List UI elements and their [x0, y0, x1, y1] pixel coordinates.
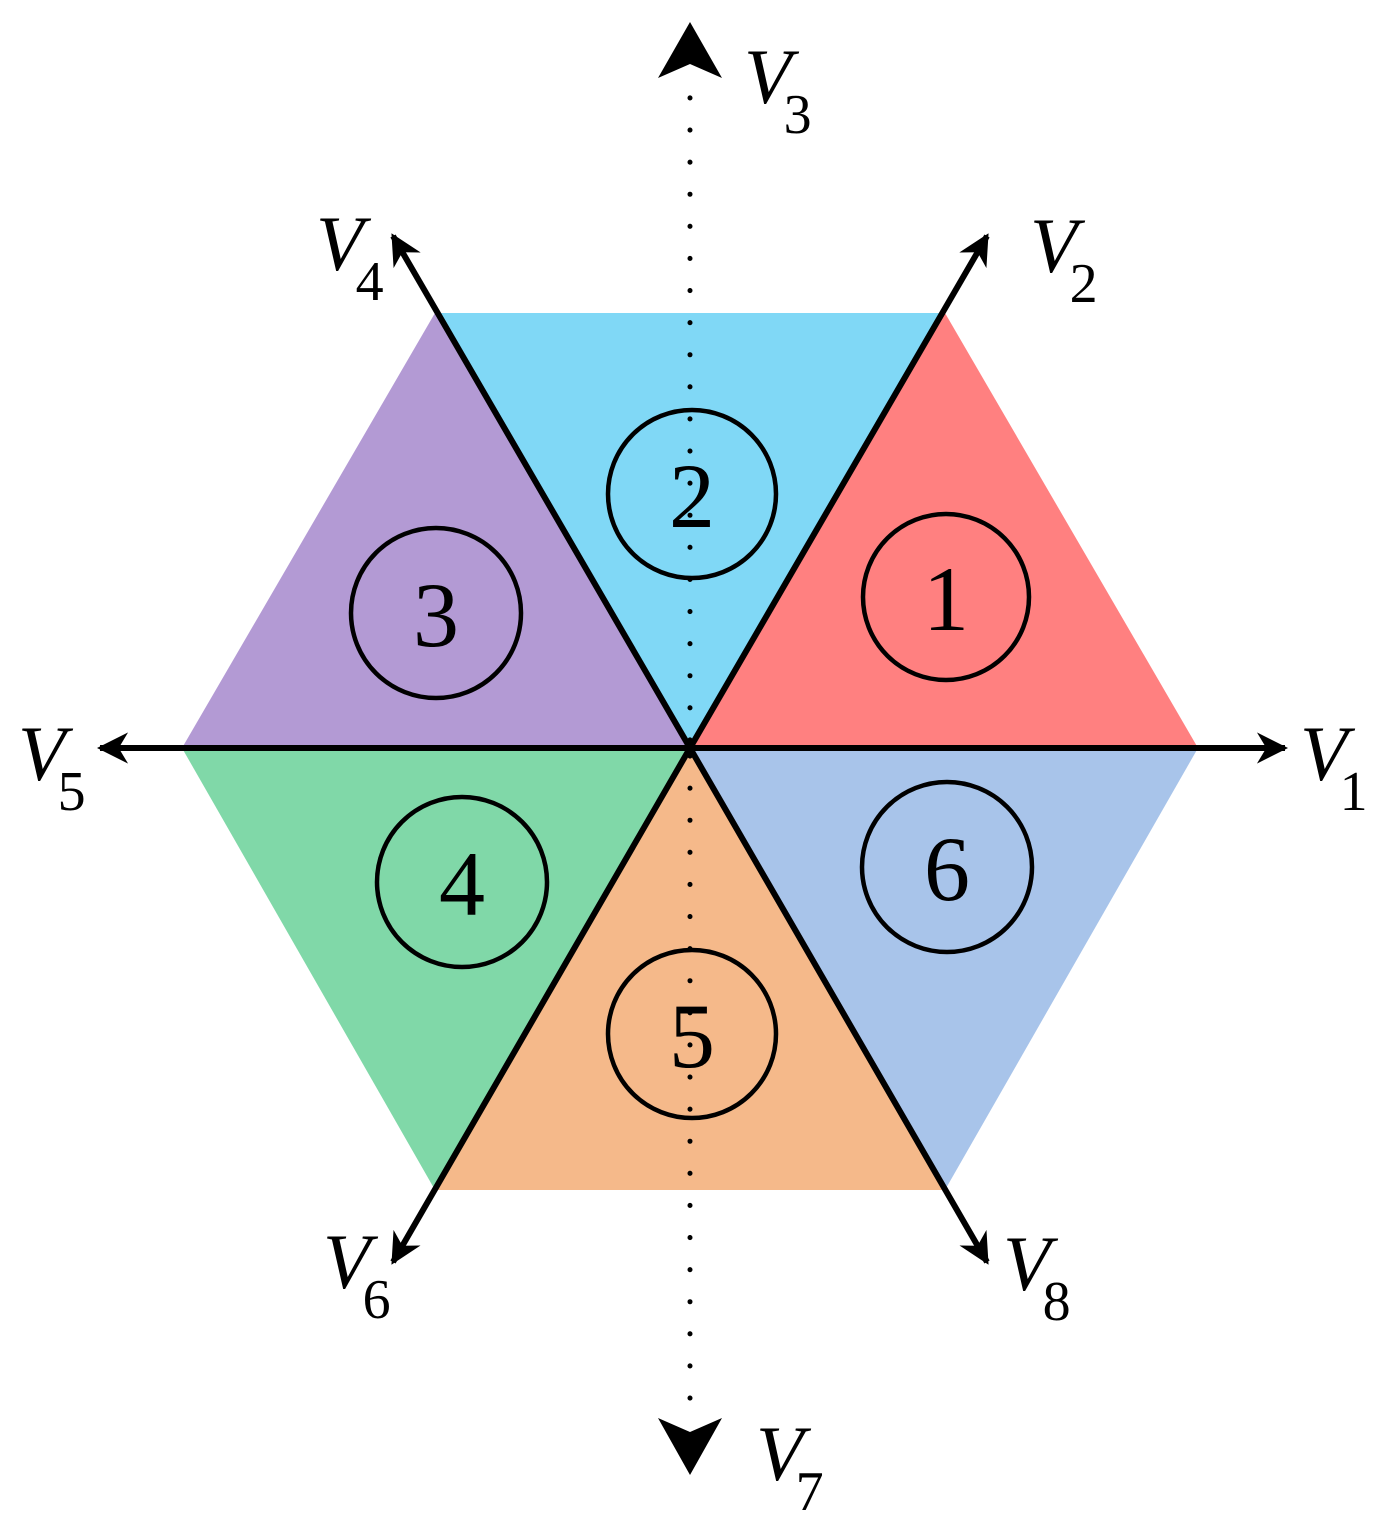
v3-arrowhead [658, 22, 722, 78]
v3-label: V3 [744, 33, 812, 146]
v2-arrow [687, 233, 990, 750]
v6-label: V6 [323, 1218, 391, 1331]
v5-label: V5 [18, 710, 86, 823]
v7-label: V7 [756, 1410, 824, 1523]
sector-3-region [182, 313, 690, 748]
v1-label: V1 [1300, 710, 1368, 823]
svg-text:2: 2 [669, 445, 715, 547]
sector-1-label: 1 [860, 511, 1032, 683]
svg-text:1: 1 [923, 548, 969, 650]
sector-6-label: 6 [859, 779, 1035, 955]
svg-text:5: 5 [669, 985, 715, 1087]
sector-6-region [690, 748, 1198, 1190]
sector-2-region [435, 313, 945, 748]
svg-text:6: 6 [924, 818, 970, 920]
sector-5-label: 5 [605, 947, 779, 1121]
sector-4-label: 4 [374, 794, 550, 970]
v8-arrow [687, 746, 990, 1265]
sector-1-region [690, 313, 1198, 748]
v7-arrowhead [658, 1418, 722, 1475]
sector-5-region [435, 748, 945, 1190]
v4-arrow [390, 233, 693, 750]
v8-label: V8 [1003, 1220, 1071, 1333]
svg-text:4: 4 [439, 833, 485, 935]
v6-arrow [390, 746, 693, 1265]
sector-4-region [182, 748, 690, 1190]
svg-text:3: 3 [413, 564, 459, 666]
sector-3-label: 3 [348, 525, 524, 701]
v4-label: V4 [316, 200, 384, 313]
sector-2-label: 2 [605, 407, 779, 581]
v2-label: V2 [1030, 202, 1098, 315]
